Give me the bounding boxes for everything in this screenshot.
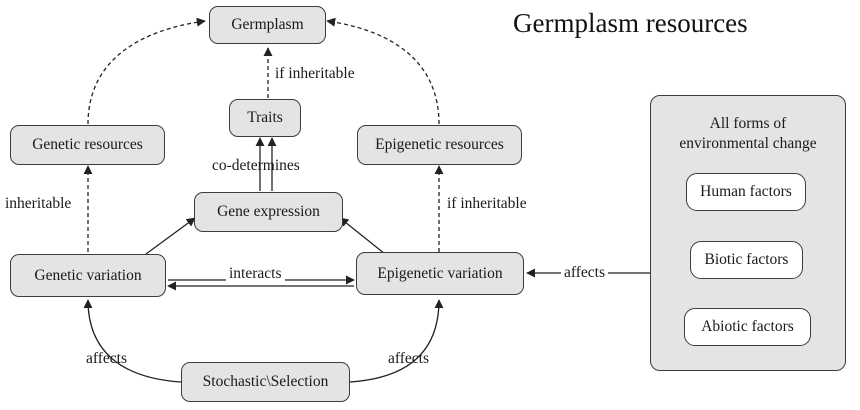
- edge-epigenetic-variation-to-expression: [339, 217, 386, 255]
- node-germplasm: Germplasm: [209, 6, 326, 44]
- node-traits: Traits: [229, 99, 301, 137]
- factor-biotic: Biotic factors: [690, 241, 803, 279]
- label-affects-environment: affects: [561, 264, 609, 282]
- environment-panel: All forms of environmental change Human …: [650, 95, 846, 371]
- factor-human: Human factors: [686, 173, 806, 211]
- node-epigenetic-variation: Epigenetic variation: [356, 252, 524, 295]
- node-genetic-resources: Genetic resources: [10, 125, 165, 165]
- diagram-title: Germplasm resources: [513, 8, 748, 38]
- environment-title-line1: All forms of: [709, 115, 787, 132]
- label-if-inheritable-right: if inheritable: [447, 195, 527, 212]
- edge-genetic-resources-to-germplasm: [87, 17, 206, 125]
- label-inheritable: inheritable: [5, 195, 72, 212]
- edge-epigenetic-resources-to-germplasm: [326, 17, 440, 125]
- label-affects-right: affects: [388, 350, 430, 367]
- node-genetic-variation: Genetic variation: [10, 254, 166, 297]
- node-stochastic-selection: Stochastic\Selection: [181, 362, 350, 402]
- edge-genetic-variation-to-expression: [145, 217, 196, 255]
- edge-selection-to-epigenetic: [349, 299, 444, 383]
- factor-abiotic: Abiotic factors: [684, 308, 811, 346]
- label-affects-left: affects: [86, 350, 128, 367]
- label-co-determines: co-determines: [212, 157, 300, 174]
- label-interacts: interacts: [226, 265, 285, 283]
- node-epigenetic-resources: Epigenetic resources: [357, 125, 522, 165]
- node-gene-expression: Gene expression: [194, 192, 343, 232]
- edge-selection-to-genetic: [83, 299, 182, 383]
- environment-title-line2: environmental change: [679, 135, 817, 152]
- label-if-inheritable-top: if inheritable: [275, 65, 355, 82]
